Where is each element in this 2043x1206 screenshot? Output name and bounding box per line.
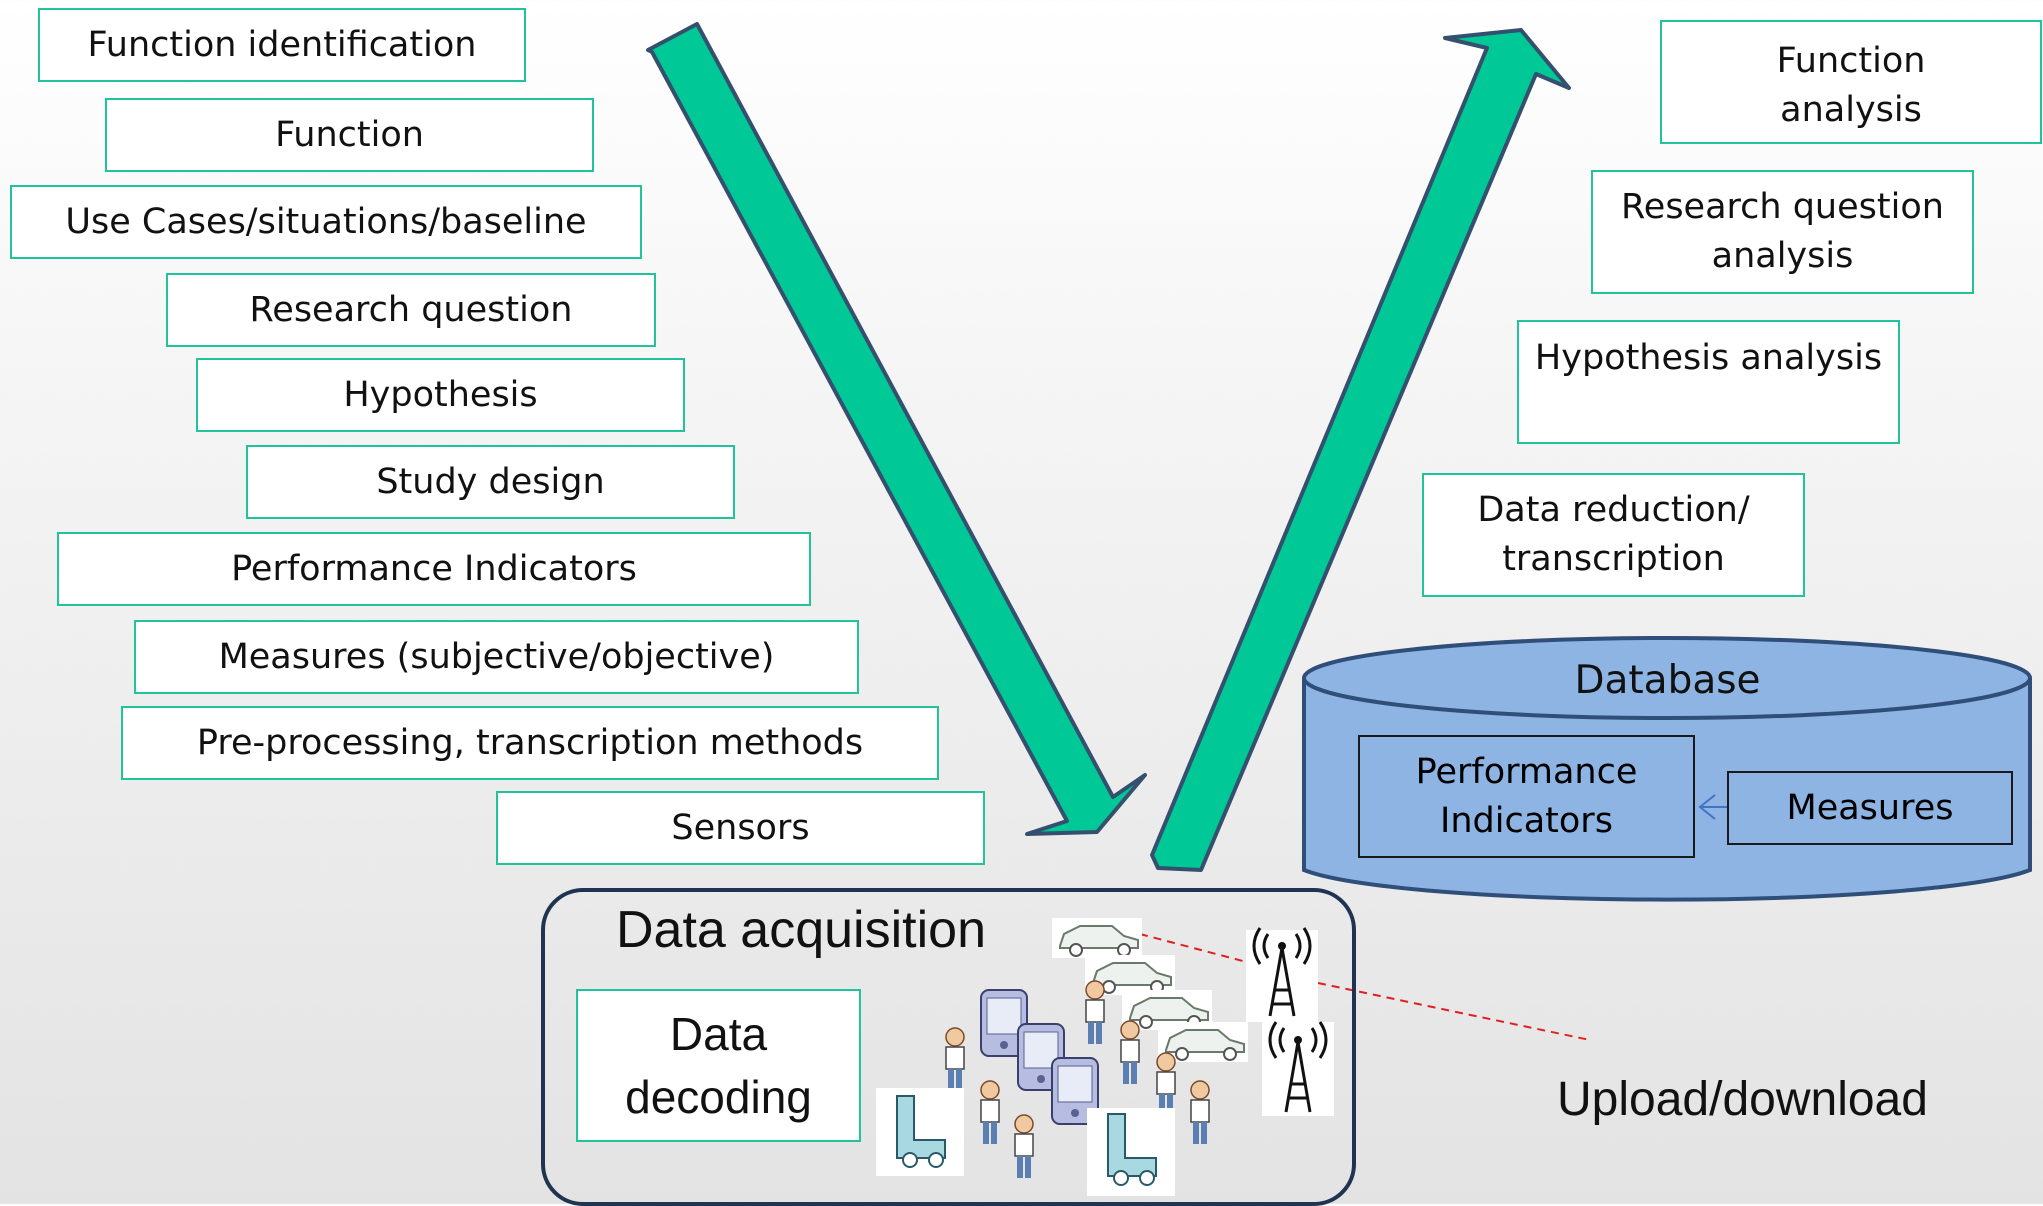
upload-download-label: Upload/download	[1557, 1073, 1928, 1126]
car-icon	[1158, 1022, 1248, 1062]
step-preprocessing: Pre-processing, transcription methods	[121, 706, 939, 780]
person-icon	[1190, 1080, 1210, 1144]
step-research-question-analysis: Research question analysis	[1591, 170, 1974, 294]
database-title: Database	[1574, 658, 1761, 703]
truck-icon	[1087, 1108, 1175, 1196]
up-arrow	[1150, 28, 1571, 872]
step-hypothesis-analysis: Hypothesis analysis	[1517, 320, 1900, 444]
person-icon	[1120, 1020, 1140, 1084]
step-data-reduction: Data reduction/ transcription	[1422, 473, 1805, 597]
step-function-identification: Function identification	[38, 8, 526, 82]
person-icon	[1014, 1114, 1034, 1178]
step-function: Function	[105, 98, 594, 172]
measures-to-indicators-arrow	[1698, 794, 1727, 820]
step-study-design: Study design	[246, 445, 735, 519]
database-measures: Measures	[1727, 771, 2013, 845]
person-icon	[945, 1027, 965, 1091]
database-performance-indicators: Performance Indicators	[1358, 735, 1695, 858]
upload-link	[1139, 933, 1591, 1041]
step-function-analysis: Function analysis	[1660, 20, 2042, 144]
handheld-device-icon	[1051, 1057, 1099, 1125]
car-icon	[1085, 955, 1175, 995]
step-research-question: Research question	[166, 273, 656, 347]
handheld-device-icon	[980, 989, 1028, 1057]
person-icon	[1156, 1052, 1176, 1116]
person-icon	[980, 1080, 1000, 1144]
person-icon	[1085, 980, 1105, 1044]
truck-icon	[876, 1088, 964, 1176]
step-use-cases: Use Cases/situations/baseline	[10, 185, 642, 259]
data-decoding-box: Data decoding	[576, 989, 861, 1142]
antenna-icon	[1262, 1021, 1334, 1116]
car-icon	[1052, 918, 1142, 958]
antenna-icon	[1246, 927, 1318, 1022]
data-acquisition-title: Data acquisition	[616, 901, 986, 959]
step-sensors: Sensors	[496, 791, 985, 865]
step-measures: Measures (subjective/objective)	[134, 620, 859, 694]
step-performance-indicators: Performance Indicators	[57, 532, 811, 606]
step-hypothesis: Hypothesis	[196, 358, 685, 432]
down-arrow	[646, 22, 1147, 836]
